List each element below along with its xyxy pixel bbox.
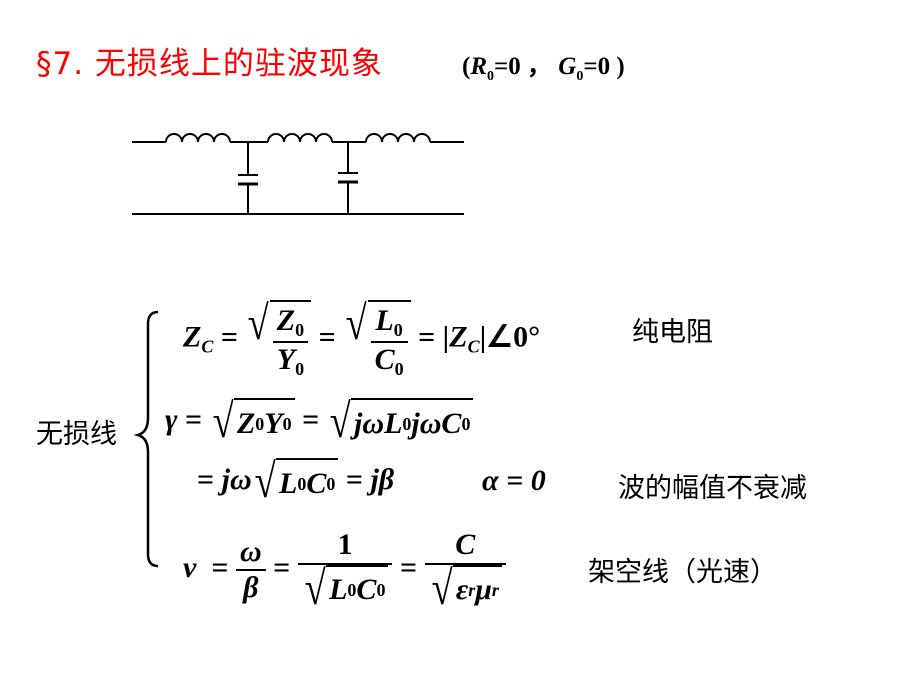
z-symbol: Z (236, 407, 256, 440)
frac-num-sub: 0 (295, 320, 305, 340)
g-value: =0 ) (583, 53, 625, 80)
attenuation-zero: α = 0 (482, 464, 546, 498)
frac-den: Y (276, 342, 296, 376)
epsilon: ε (455, 573, 469, 607)
lossless-line-label: 无损线 (36, 419, 117, 450)
inductor-icon-1 (165, 133, 231, 143)
zc-subscript: C (201, 336, 214, 357)
capacitor-icon-2 (338, 142, 358, 214)
epsilon-sub: r (468, 580, 476, 601)
l-sub: 0 (347, 580, 357, 601)
zc-magnitude: |Z (442, 320, 468, 354)
v-symbol: v (183, 551, 197, 585)
equals-sign: = (345, 462, 363, 496)
inductor-icon-2 (267, 133, 333, 143)
r-symbol: R (470, 53, 488, 80)
c-light: C (455, 528, 476, 561)
zc-magnitude-sub: C (467, 336, 480, 357)
frac-den-sub: 0 (394, 358, 404, 379)
lossless-condition: (R0=0 ， G0=0 ) (462, 46, 625, 85)
frac-num: Z (276, 304, 296, 337)
frac-num-sub: 0 (393, 320, 403, 340)
equals-sign: = (184, 402, 203, 436)
l-symbol: L (329, 573, 348, 607)
equals-sign: = (211, 551, 229, 585)
equals-sign: = (273, 551, 291, 585)
pure-resistance-note: 纯电阻 (632, 317, 713, 348)
beta: β (243, 571, 259, 605)
ladder-circuit-diagram (132, 133, 464, 215)
c-sub: 0 (461, 413, 471, 434)
y-sub: 0 (282, 413, 292, 434)
g-subscript: 0 (576, 69, 584, 84)
frac-den-sub: 0 (295, 358, 305, 379)
c-sub: 0 (376, 580, 386, 601)
equals-sign: = (302, 402, 320, 436)
frac-num: L (375, 304, 394, 337)
l-sub: 0 (402, 413, 412, 434)
equals-sign: = (399, 551, 418, 585)
equals-sign: = (197, 462, 215, 496)
no-attenuation-note: 波的幅值不衰减 (618, 473, 807, 504)
paren-open: ( (462, 53, 471, 80)
frac-den: C (374, 342, 395, 376)
j-beta: jβ (370, 462, 395, 496)
z-sub: 0 (255, 413, 265, 434)
mu-sub: r (491, 580, 499, 601)
l-sub: 0 (297, 473, 307, 494)
jwc-term: jωC (411, 407, 462, 440)
equals-sign: = (318, 320, 336, 354)
jw-term: jω (221, 462, 252, 496)
inductor-icon-3 (365, 133, 431, 143)
r-value: =0 ， (494, 53, 553, 80)
l-symbol: L (278, 467, 298, 500)
zc-symbol: Z (183, 320, 202, 354)
jwl-term: jωL (354, 407, 403, 440)
page-title: §7. 无损线上的驻波现象 (36, 46, 383, 82)
gamma-symbol: γ (165, 402, 178, 436)
alpha-equals-zero: α = 0 (482, 464, 546, 497)
zc-angle: |∠0° (479, 320, 541, 354)
c-sub: 0 (326, 473, 336, 494)
left-brace-icon (134, 310, 159, 568)
omega: ω (239, 534, 262, 568)
r-subscript: 0 (487, 69, 495, 84)
g-symbol: G (558, 53, 577, 80)
y-symbol: Y (264, 407, 283, 440)
equals-sign: = (220, 320, 238, 354)
equals-sign: = (418, 320, 436, 354)
mu: μ (475, 573, 492, 607)
overhead-line-note: 架空线（光速） (588, 557, 777, 588)
c-symbol: C (306, 467, 327, 500)
c-symbol: C (356, 573, 377, 607)
capacitor-icon-1 (238, 142, 258, 214)
